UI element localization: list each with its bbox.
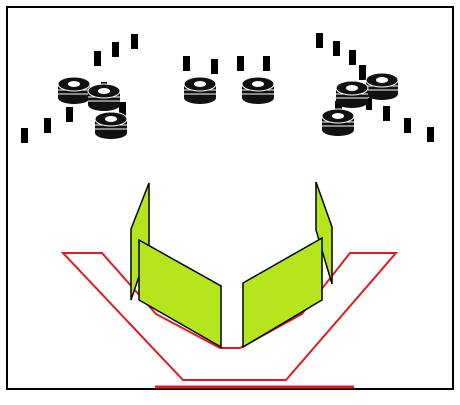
right-flipper-paddle [242,236,323,349]
bumper-center-left[interactable] [183,76,217,104]
right-flipper-rail [315,181,333,285]
bumper-center-right[interactable] [241,76,275,104]
post [316,33,323,48]
post [237,56,244,71]
post [404,118,411,133]
bumper-right-top[interactable] [365,72,399,100]
post [211,59,218,74]
lane-outline [60,252,399,381]
post [333,41,340,56]
post [427,127,434,142]
post [359,65,366,80]
post [366,98,372,110]
post [66,107,73,122]
post [349,50,356,65]
post [335,101,342,116]
post [94,51,101,66]
post [383,106,390,121]
bumper-left-middle[interactable] [87,83,121,111]
post [112,42,119,57]
playfield-frame [6,6,454,390]
bumper-right-bottom[interactable] [321,108,355,136]
bumper-right-middle[interactable] [335,80,369,108]
post [263,56,270,71]
bumper-left-top[interactable] [57,76,91,104]
bumper-left-bottom[interactable] [94,111,128,139]
bumpers [57,72,399,139]
post [131,34,138,49]
left-flipper[interactable] [130,182,222,349]
right-flipper[interactable] [242,181,333,349]
post [119,102,126,117]
post [21,128,28,143]
post [44,118,51,133]
left-flipper-paddle [138,238,222,349]
post [183,56,190,71]
